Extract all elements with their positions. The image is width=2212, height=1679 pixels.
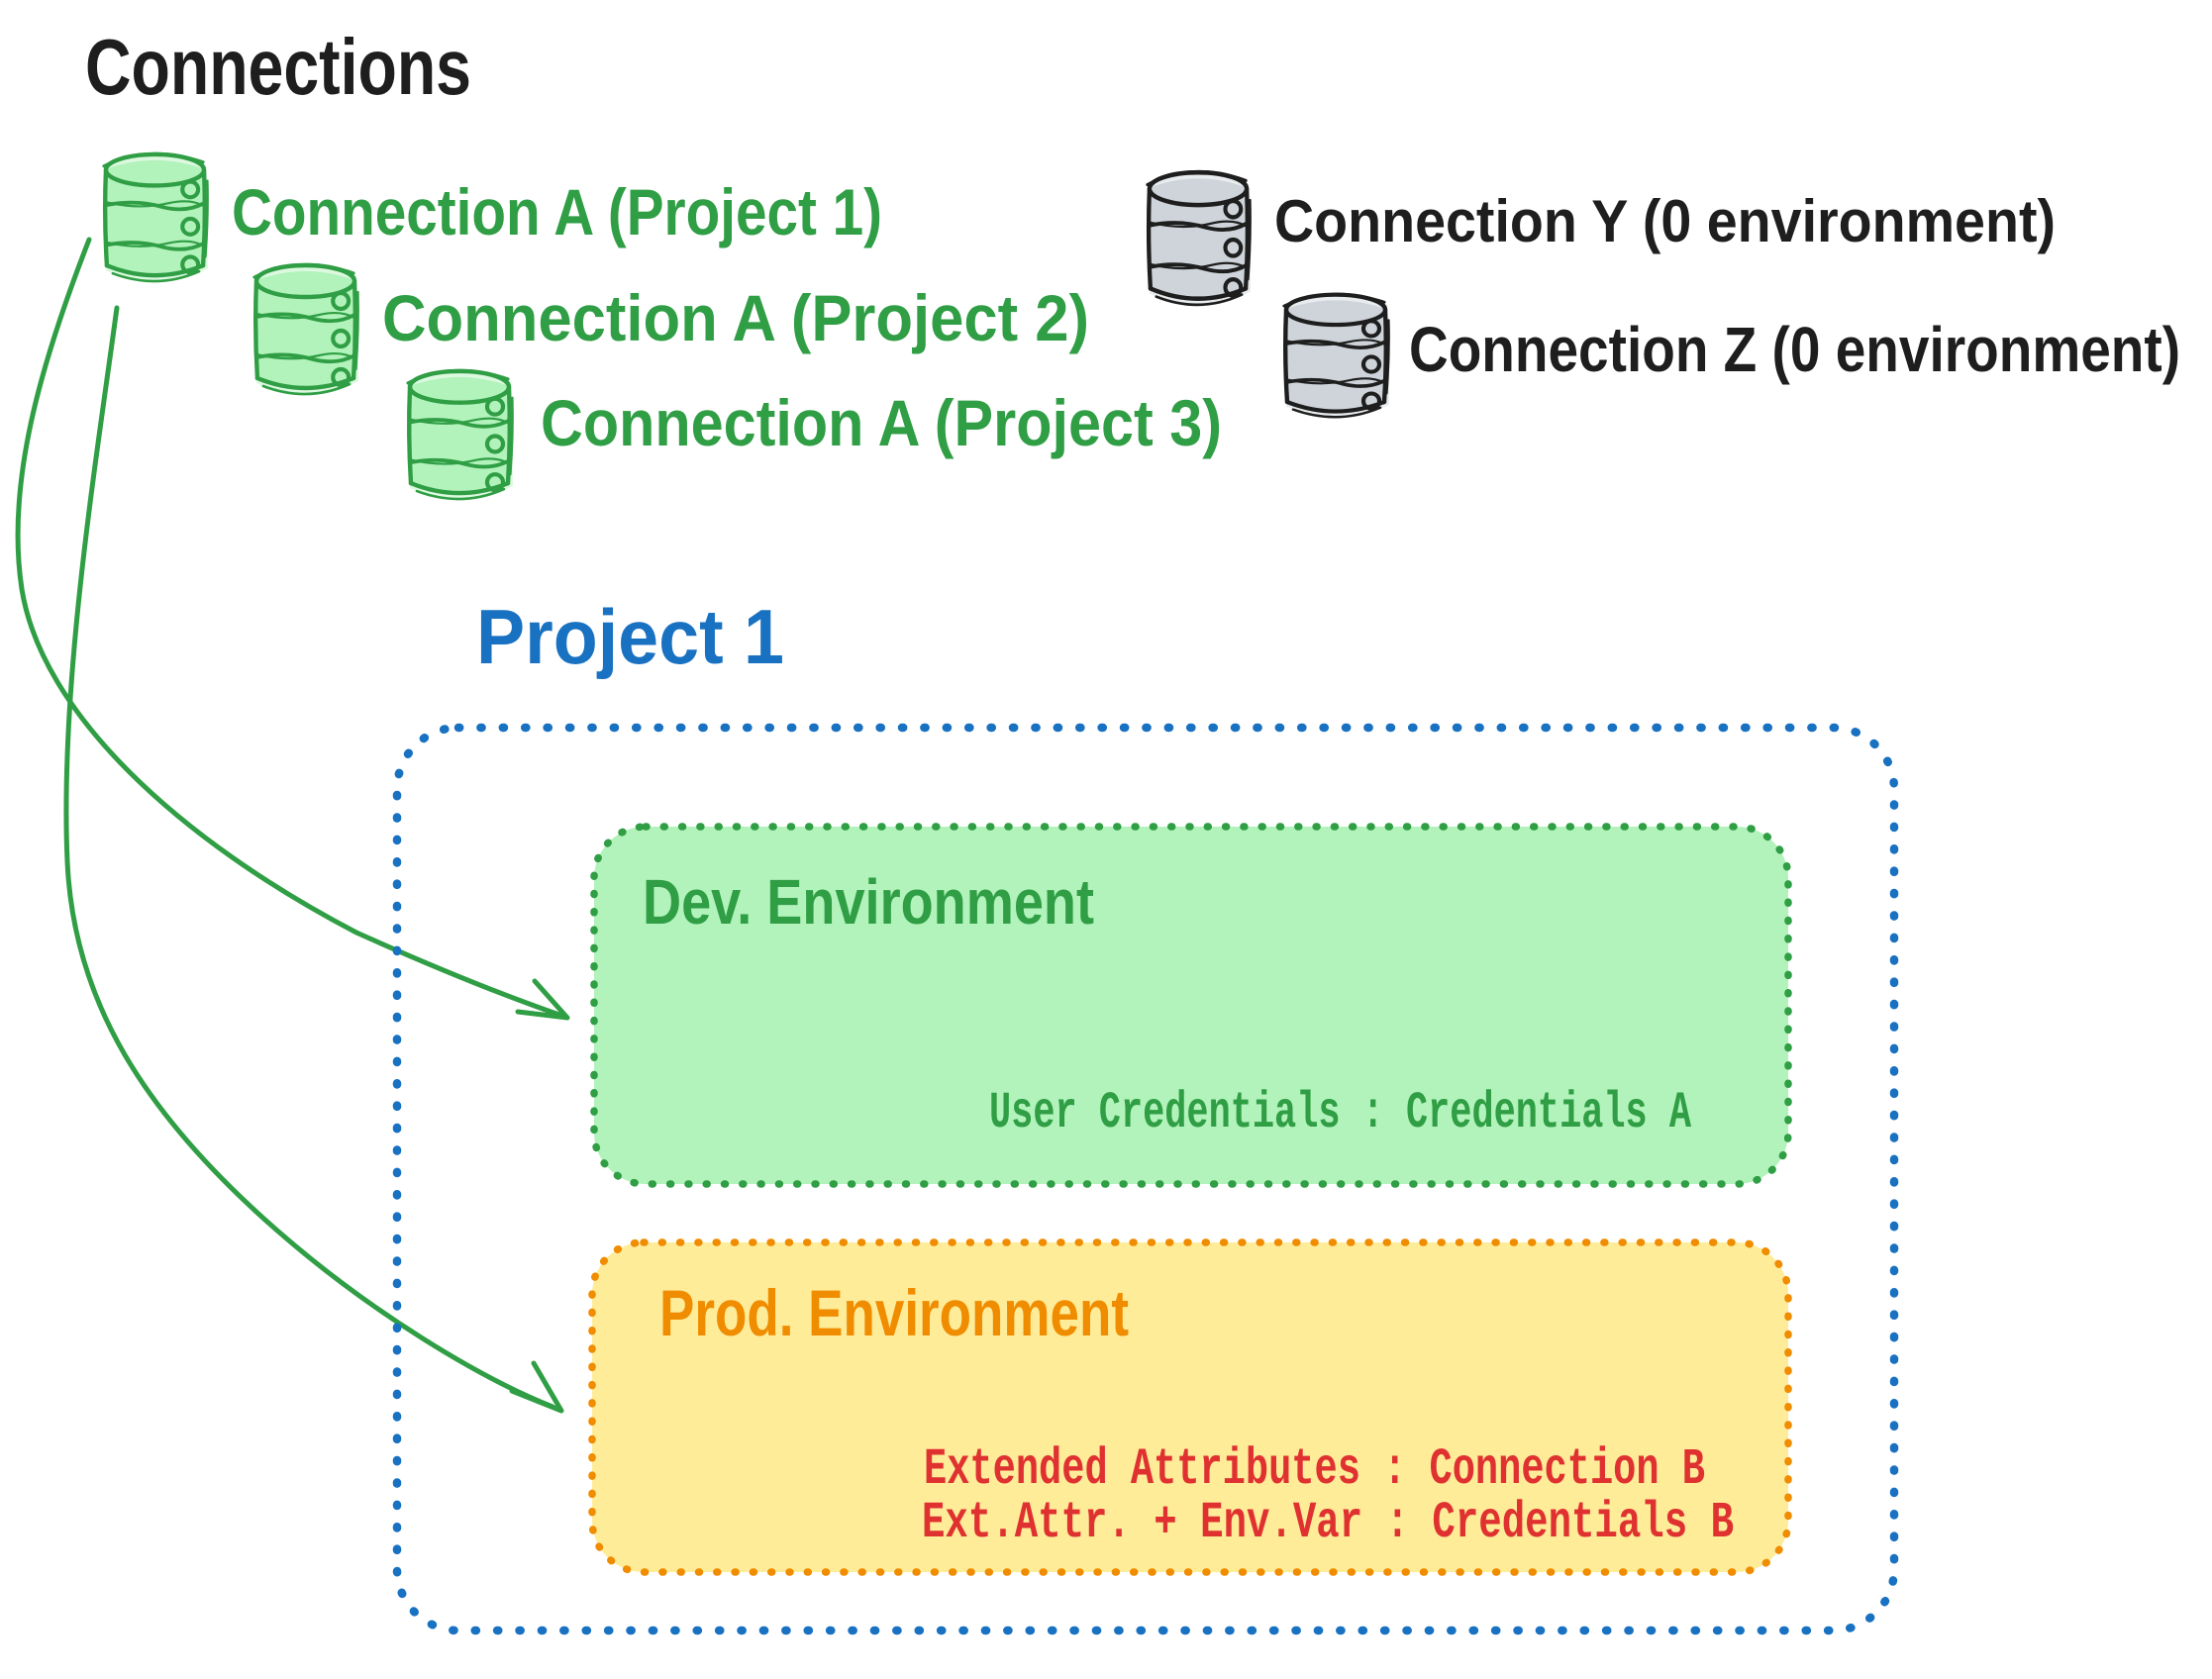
svg-text:Connection A (Project 3): Connection A (Project 3) [541,386,1222,459]
svg-text:Connections: Connections [85,23,471,111]
svg-text:Ext.Attr. + Env.Var : Credenti: Ext.Attr. + Env.Var : Credentials B [922,1494,1734,1552]
svg-text:Connection A (Project 1): Connection A (Project 1) [232,175,882,248]
svg-text:Connection A (Project 2): Connection A (Project 2) [382,281,1089,354]
svg-text:Prod. Environment: Prod. Environment [659,1276,1129,1349]
svg-text:Connection Z (0 environment): Connection Z (0 environment) [1409,314,2180,385]
svg-text:Dev. Environment: Dev. Environment [643,866,1094,938]
svg-text:User Credentials : Credentials: User Credentials : Credentials A [989,1084,1692,1142]
svg-text:Connection Y (0 environment): Connection Y (0 environment) [1274,188,2056,254]
svg-text:Project 1: Project 1 [476,593,784,680]
svg-text:Extended Attributes : Connecti: Extended Attributes : Connection B [924,1440,1705,1499]
